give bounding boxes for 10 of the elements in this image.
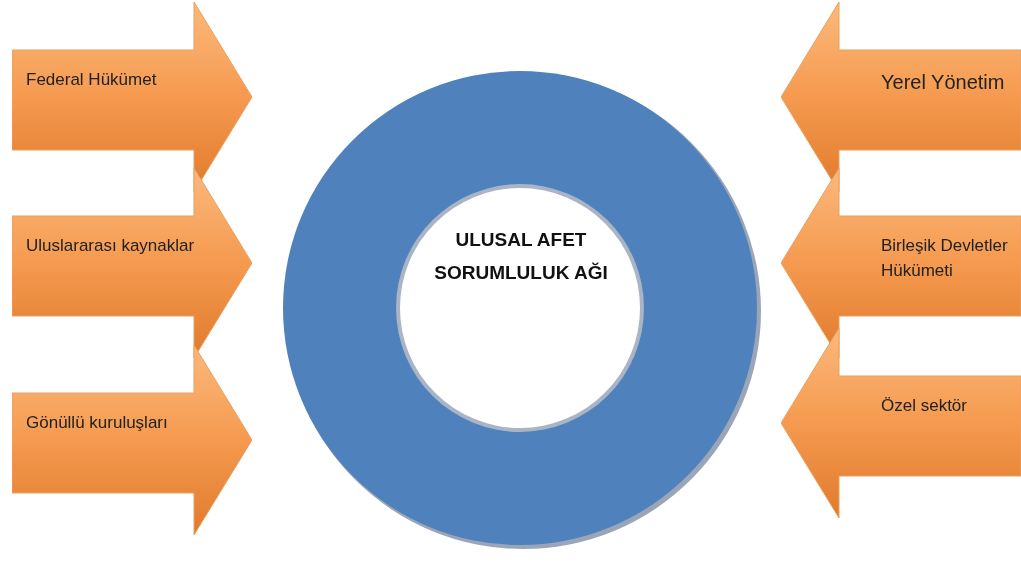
arrow-label: Gönüllü kuruluşları <box>26 412 169 434</box>
arrow-label: Özel sektör <box>881 395 968 417</box>
arrow-label: Yerel Yönetim <box>881 70 1006 95</box>
arrow-shape <box>781 328 1021 518</box>
center-title: ULUSAL AFET SORUMLULUK AĞI <box>433 228 609 286</box>
ring-shape <box>280 68 762 550</box>
arrow-label: Federal Hükümet <box>26 69 158 91</box>
arrow-label: Uluslararası kaynaklar <box>26 235 196 257</box>
arrow-label: Birleşik Devletler Hükümeti <box>881 235 1009 282</box>
arrow-shape <box>12 345 252 535</box>
